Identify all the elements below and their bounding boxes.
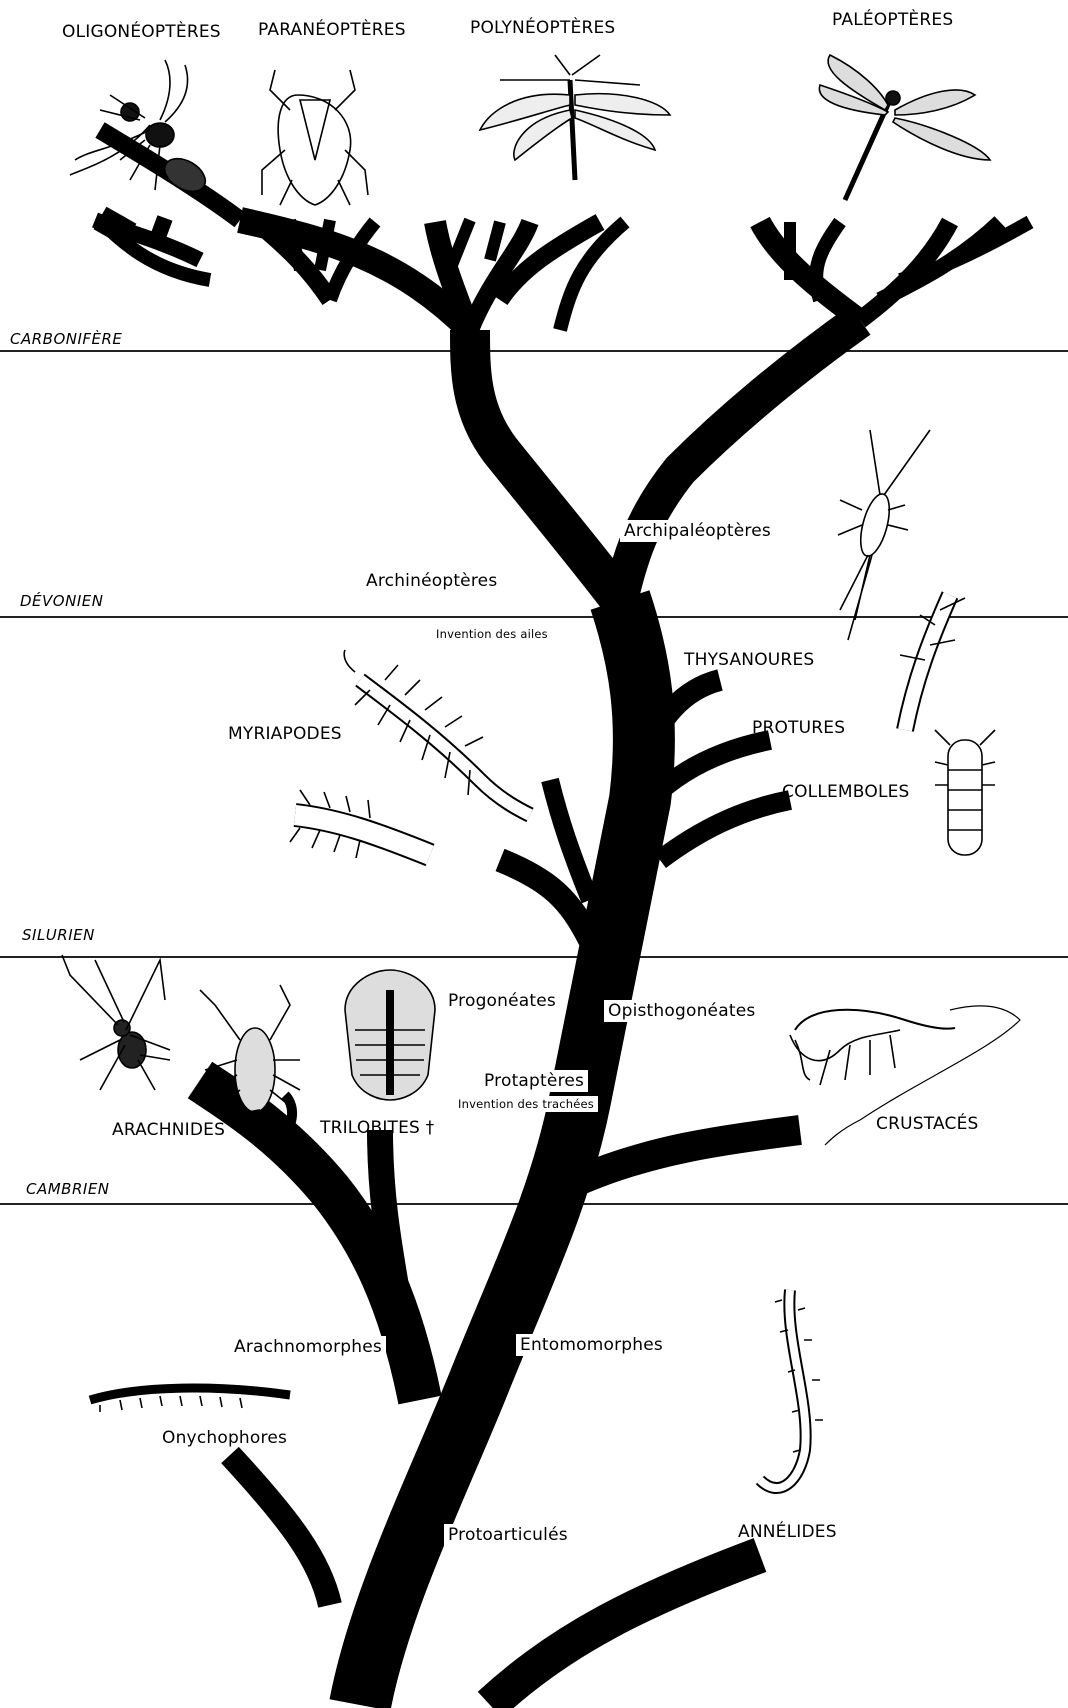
label-arachnomorphes: Arachnomorphes bbox=[230, 1336, 386, 1358]
silverfish-illustration bbox=[838, 430, 930, 640]
collemboles-branch bbox=[660, 800, 790, 860]
period-silurien: SILURIEN bbox=[22, 926, 95, 944]
label-collemboles: COLLEMBOLES bbox=[782, 782, 910, 802]
label-oligoneopteres: OLIGONÉOPTÈRES bbox=[62, 22, 221, 42]
shield-bug-illustration bbox=[262, 70, 368, 205]
archipaleopteres-branch bbox=[620, 320, 860, 600]
label-crustaces: CRUSTACÉS bbox=[876, 1114, 979, 1134]
annelides-branch bbox=[490, 1555, 760, 1705]
label-invention-trachees: Invention des trachées bbox=[454, 1096, 598, 1112]
centipede-illustration bbox=[344, 650, 530, 815]
label-protapteres: Protaptères bbox=[480, 1070, 588, 1092]
label-protures: PROTURES bbox=[752, 718, 845, 738]
spider-illustration bbox=[62, 955, 170, 1090]
trilobites-branch bbox=[380, 1130, 400, 1310]
label-protoarticules: Protoarticulés bbox=[444, 1524, 572, 1546]
label-archipaleopteres: Archipaléoptères bbox=[620, 520, 775, 542]
stonefly-illustration bbox=[480, 55, 670, 180]
springtail-illustration bbox=[935, 730, 995, 855]
label-arachnides: ARACHNIDES bbox=[112, 1120, 225, 1140]
label-annelides: ANNÉLIDES bbox=[738, 1522, 837, 1542]
period-cambrien: CAMBRIEN bbox=[26, 1180, 110, 1198]
wasp-illustration bbox=[70, 60, 211, 198]
label-paraneopteres: PARANÉOPTÈRES bbox=[258, 20, 406, 40]
period-carbonifere: CARBONIFÈRE bbox=[10, 330, 122, 348]
crustaces-branch bbox=[580, 1130, 800, 1180]
label-paleopteres: PALÉOPTÈRES bbox=[832, 10, 953, 30]
label-myriapodes: MYRIAPODES bbox=[228, 724, 342, 744]
annelid-worm-illustration bbox=[760, 1290, 823, 1488]
label-trilobites: TRILOBITES † bbox=[320, 1118, 434, 1138]
archineopteres-branch bbox=[470, 330, 620, 600]
label-onychophores: Onychophores bbox=[162, 1428, 287, 1448]
dragonfly-illustration bbox=[819, 55, 990, 200]
proturan-illustration bbox=[900, 595, 965, 730]
label-polyneopteres: POLYNÉOPTÈRES bbox=[470, 18, 615, 38]
label-entomomorphes: Entomomorphes bbox=[516, 1334, 667, 1356]
label-thysanoures: THYSANOURES bbox=[684, 650, 814, 670]
label-opisthogoneates: Opisthogonéates bbox=[604, 1000, 759, 1022]
label-invention-ailes: Invention des ailes bbox=[432, 626, 552, 642]
period-devonien: DÉVONIEN bbox=[20, 592, 103, 610]
onychophoran-illustration bbox=[90, 1388, 290, 1412]
label-archineopteres: Archinéoptères bbox=[362, 570, 501, 592]
tree-branches bbox=[95, 130, 1030, 1705]
onychophores-branch bbox=[230, 1455, 330, 1605]
trilobite-illustration bbox=[345, 970, 435, 1100]
label-progoneates: Progonéates bbox=[444, 990, 560, 1012]
millipede-illustration bbox=[290, 790, 430, 858]
